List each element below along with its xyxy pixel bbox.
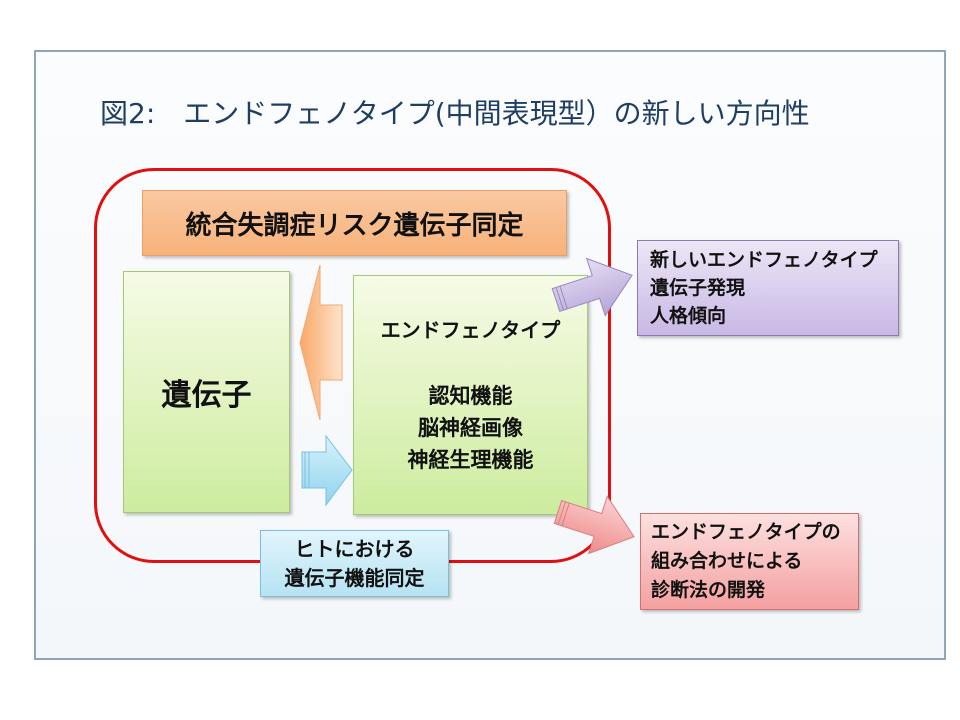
risk-gene-identification-box: 統合失調症リスク遺伝子同定 (142, 190, 567, 256)
line: ヒトにおける (294, 536, 415, 561)
line: 新しいエンドフェノタイプ (650, 249, 878, 271)
endophenotype-item: 神経生理機能 (407, 448, 534, 472)
new-directions-box: 新しいエンドフェノタイプ 遺伝子発現 人格傾向 (637, 240, 899, 336)
line: エンドフェノタイプの (651, 521, 841, 543)
line: 遺伝子機能同定 (284, 565, 425, 590)
slide-title: 図2: エンドフェノタイプ(中間表現型）の新しい方向性 (100, 97, 810, 130)
line: 人格傾向 (650, 305, 727, 327)
endophenotype-box: エンドフェノタイプ 認知機能 脳神経画像 神経生理機能 (353, 275, 588, 515)
human-gene-function-box: ヒトにおける 遺伝子機能同定 (260, 530, 449, 597)
gene-label: 遺伝子 (161, 378, 252, 413)
endophenotype-item: 脳神経画像 (418, 416, 523, 440)
line: 組み合わせによる (651, 550, 803, 572)
endophenotype-heading: エンドフェノタイプ (380, 318, 561, 342)
endophenotype-item: 認知機能 (428, 384, 513, 408)
line: 遺伝子発現 (650, 277, 746, 299)
gene-box: 遺伝子 (123, 271, 290, 513)
line: 診断法の開発 (651, 579, 766, 601)
diagnosis-development-box: エンドフェノタイプの 組み合わせによる 診断法の開発 (640, 513, 859, 610)
